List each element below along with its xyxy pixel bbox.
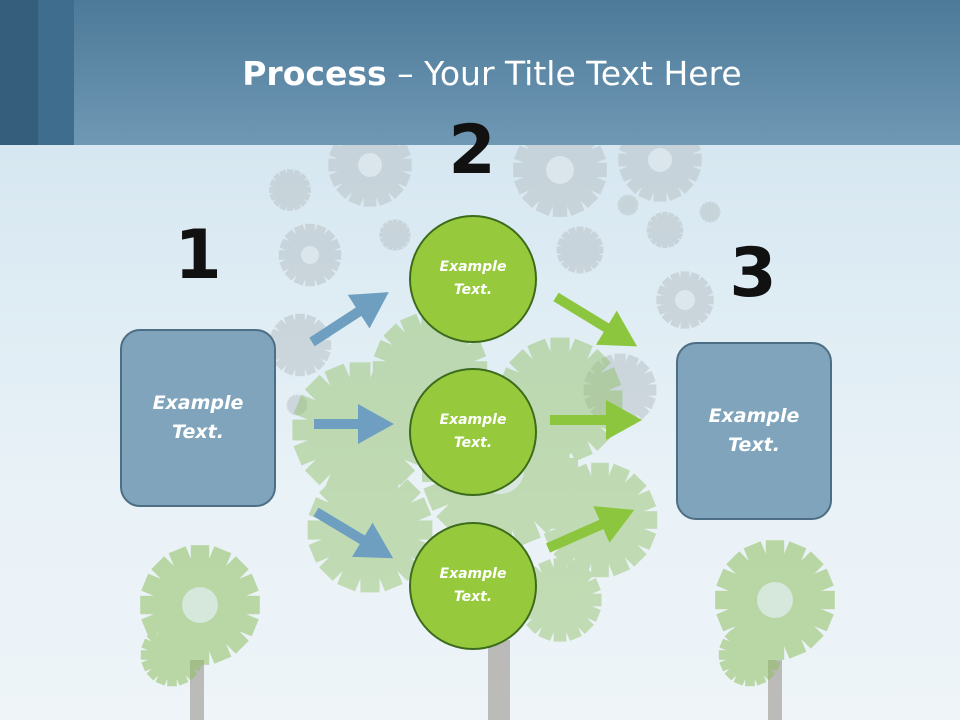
title-banner — [0, 0, 960, 145]
title-rest-part: – Your Title Text Here — [386, 54, 742, 93]
circle-3-text: Example Text. — [439, 566, 507, 605]
title-bold-part: Process — [242, 54, 387, 93]
step-2-circle-2: Example Text. — [409, 368, 537, 496]
banner-accent-strip — [38, 0, 74, 145]
step-2-circle-3: Example Text. — [409, 522, 537, 650]
step-number-1: 1 — [174, 216, 222, 295]
circle-1-text: Example Text. — [439, 259, 507, 298]
step-1-box: Example Text. — [120, 329, 276, 507]
arrow-box1-to-circle1 — [309, 292, 389, 347]
banner-accent-strip — [0, 0, 38, 145]
step-1-box-text: Example Text. — [152, 392, 244, 443]
step-3-box-text: Example Text. — [708, 405, 800, 456]
circle-2-text: Example Text. — [439, 412, 507, 451]
step-number-2: 2 — [448, 111, 496, 190]
step-3-box: Example Text. — [676, 342, 832, 520]
step-number-3: 3 — [729, 234, 777, 313]
arrow-circle3-to-box3 — [545, 506, 635, 553]
arrow-box1-to-circle3 — [313, 507, 394, 559]
slide-title: Process – Your Title Text Here — [0, 52, 960, 96]
step-2-circle-1: Example Text. — [409, 215, 537, 343]
arrow-circle1-to-box3 — [553, 292, 638, 347]
